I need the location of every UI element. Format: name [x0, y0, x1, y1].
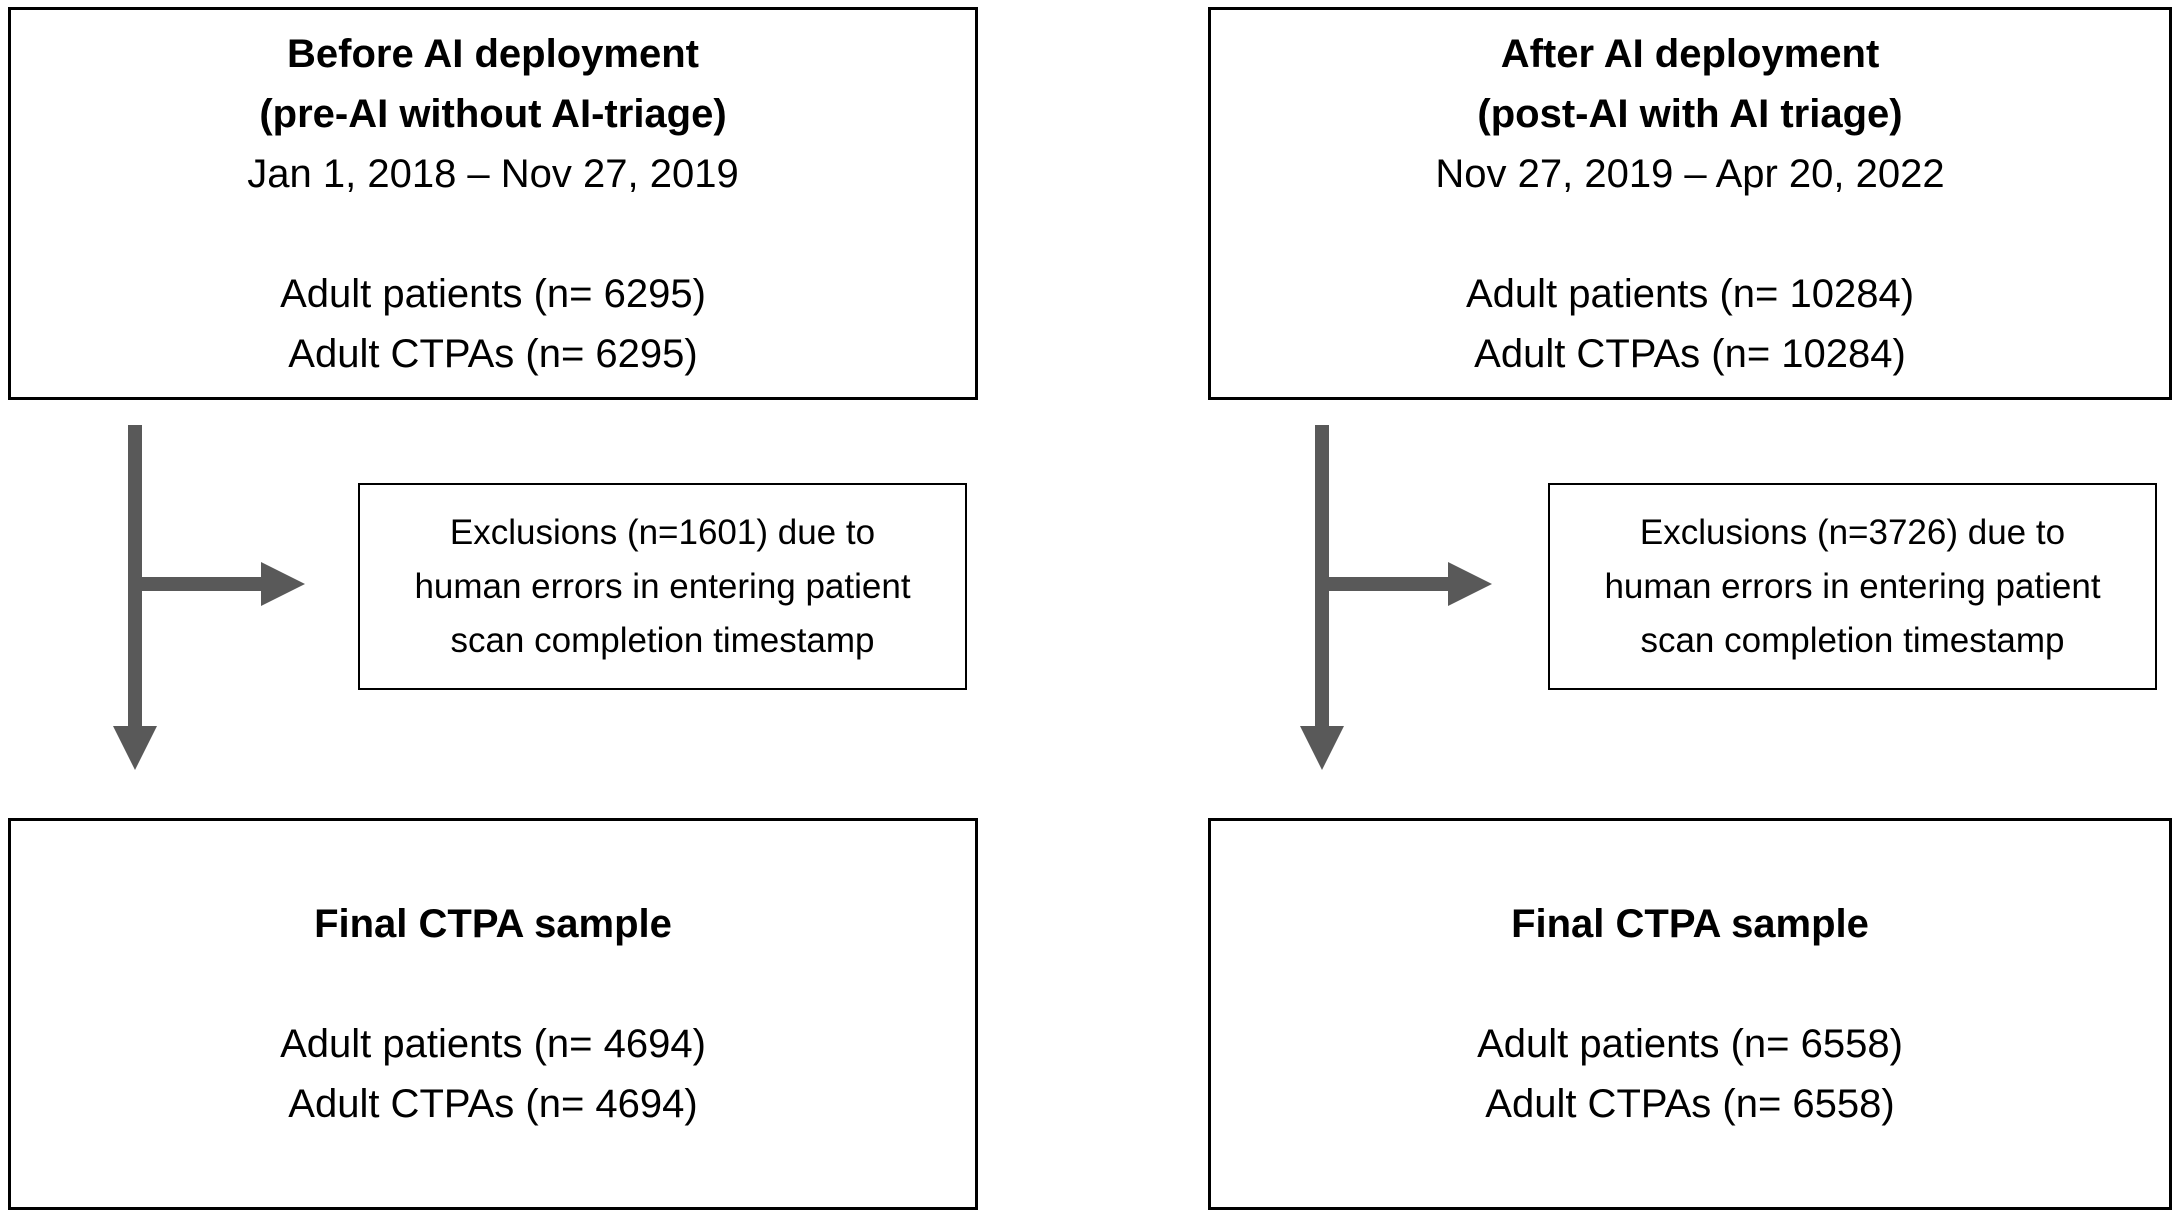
pre-ai-down-arrow-head-icon [113, 726, 157, 770]
pre-ai-exclusion-arrow-shaft [135, 577, 261, 591]
post-ai-cohort-box: After AI deployment (post-AI with AI tri… [1208, 7, 2172, 400]
post-ai-exclusion-arrow-shaft [1322, 577, 1448, 591]
post-ai-final-sample-title: Final CTPA sample [1511, 902, 1869, 946]
pre-ai-exclusions-line-3: scan completion timestamp [450, 620, 875, 660]
pre-ai-date-range: Jan 1, 2018 – Nov 27, 2019 [247, 151, 739, 196]
post-ai-patients-count: Adult patients (n= 10284) [1465, 271, 1915, 316]
pre-ai-title-line-2: (pre-AI without AI-triage) [259, 91, 727, 136]
post-ai-title-line-2: (post-AI with AI triage) [1477, 91, 1903, 136]
post-ai-exclusions-box: Exclusions (n=3726) due to human errors … [1548, 483, 2157, 690]
post-ai-exclusion-arrow-head-icon [1448, 562, 1492, 606]
post-ai-exclusions-line-1: Exclusions (n=3726) due to [1639, 512, 2066, 552]
post-ai-down-arrow-head-icon [1300, 726, 1344, 770]
pre-ai-patients-count: Adult patients (n= 6295) [280, 271, 706, 316]
pre-ai-exclusions-line-1: Exclusions (n=1601) due to [449, 512, 876, 552]
post-ai-date-range: Nov 27, 2019 – Apr 20, 2022 [1435, 151, 1945, 196]
pre-ai-exclusions-line-2: human errors in entering patient [414, 566, 911, 606]
pre-ai-title-line-1: Before AI deployment [287, 31, 699, 76]
post-ai-final-ctpas-count: Adult CTPAs (n= 6558) [1485, 1082, 1895, 1126]
post-ai-ctpas-count: Adult CTPAs (n= 10284) [1474, 331, 1906, 376]
pre-ai-final-sample-box: Final CTPA sample Adult patients (n= 469… [8, 818, 978, 1210]
pre-ai-exclusions-box: Exclusions (n=1601) due to human errors … [358, 483, 967, 690]
pre-ai-down-arrow-shaft [128, 425, 142, 726]
pre-ai-final-patients-count: Adult patients (n= 4694) [280, 1022, 706, 1066]
pre-ai-ctpas-count: Adult CTPAs (n= 6295) [288, 331, 698, 376]
pre-ai-cohort-box: Before AI deployment (pre-AI without AI-… [8, 7, 978, 400]
post-ai-final-patients-count: Adult patients (n= 6558) [1477, 1022, 1903, 1066]
pre-ai-exclusion-arrow-head-icon [261, 562, 305, 606]
post-ai-final-sample-box: Final CTPA sample Adult patients (n= 655… [1208, 818, 2172, 1210]
pre-ai-final-ctpas-count: Adult CTPAs (n= 4694) [288, 1082, 698, 1126]
post-ai-exclusions-line-2: human errors in entering patient [1604, 566, 2101, 606]
post-ai-title-line-1: After AI deployment [1500, 31, 1880, 76]
post-ai-down-arrow-shaft [1315, 425, 1329, 726]
post-ai-exclusions-line-3: scan completion timestamp [1640, 620, 2065, 660]
pre-ai-final-sample-title: Final CTPA sample [314, 902, 672, 946]
